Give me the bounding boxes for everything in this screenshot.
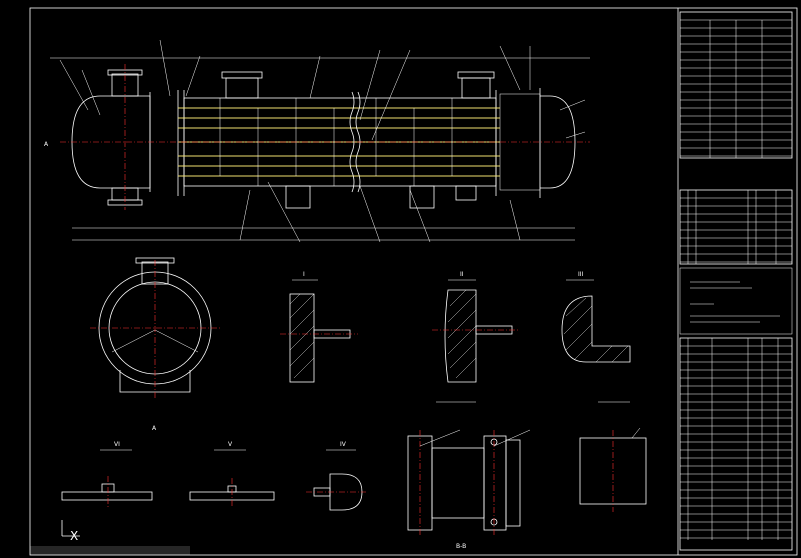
detail-v-label: V xyxy=(228,441,233,448)
detail-iv-cap xyxy=(329,473,363,511)
detail-i: I xyxy=(280,271,358,383)
end-view-label: A xyxy=(152,425,157,432)
section-b-label: B-B xyxy=(456,543,466,550)
detail-iv: IV xyxy=(306,441,366,511)
section-b-right-flange xyxy=(483,435,507,531)
tube-bundle xyxy=(178,107,500,177)
detail-ii-label: II xyxy=(460,271,464,278)
shell-outlet-flange xyxy=(457,71,495,79)
detail-i-label: I xyxy=(303,271,305,278)
bottom-nozzle-mid xyxy=(455,185,477,201)
notes-lines xyxy=(690,281,780,323)
end-view-a: A xyxy=(90,257,222,432)
detail-ii-plate xyxy=(444,289,477,383)
view-label-a: A xyxy=(44,141,49,148)
detail-iv-label: IV xyxy=(340,441,347,448)
detail-vi: VI xyxy=(61,441,153,508)
left-head xyxy=(71,95,151,189)
top-nozzle-left xyxy=(111,73,139,97)
bom-table xyxy=(679,337,793,551)
saddle-right xyxy=(409,185,435,209)
detail-iii: III xyxy=(561,271,631,363)
detail-ii: II xyxy=(432,271,520,383)
axis-marker: X xyxy=(61,520,80,543)
section-b-bar xyxy=(505,439,521,527)
detail-vi-bar xyxy=(61,491,153,501)
notes-box xyxy=(679,267,793,335)
detail-iii-corner xyxy=(561,295,631,363)
detail-v: V xyxy=(189,441,275,506)
title-block xyxy=(679,11,793,551)
shell-inlet-nozzle xyxy=(225,77,259,99)
heat-exchanger-elevation: A xyxy=(44,39,590,243)
detail-vi-label: VI xyxy=(114,441,120,448)
section-b-body xyxy=(431,447,485,519)
axis-label-x: X xyxy=(70,529,78,543)
detail-iii-label: III xyxy=(578,271,584,278)
bottom-text-strip xyxy=(30,546,190,555)
baffles xyxy=(219,98,453,186)
detail-square xyxy=(579,401,647,512)
nozzle-table xyxy=(679,189,793,265)
saddle-left xyxy=(285,185,311,209)
section-b: B-B xyxy=(407,401,531,550)
shell-inlet-flange xyxy=(221,71,263,79)
shell-outlet-nozzle xyxy=(461,77,491,99)
leaders xyxy=(59,39,586,243)
drawing-border xyxy=(29,7,798,556)
